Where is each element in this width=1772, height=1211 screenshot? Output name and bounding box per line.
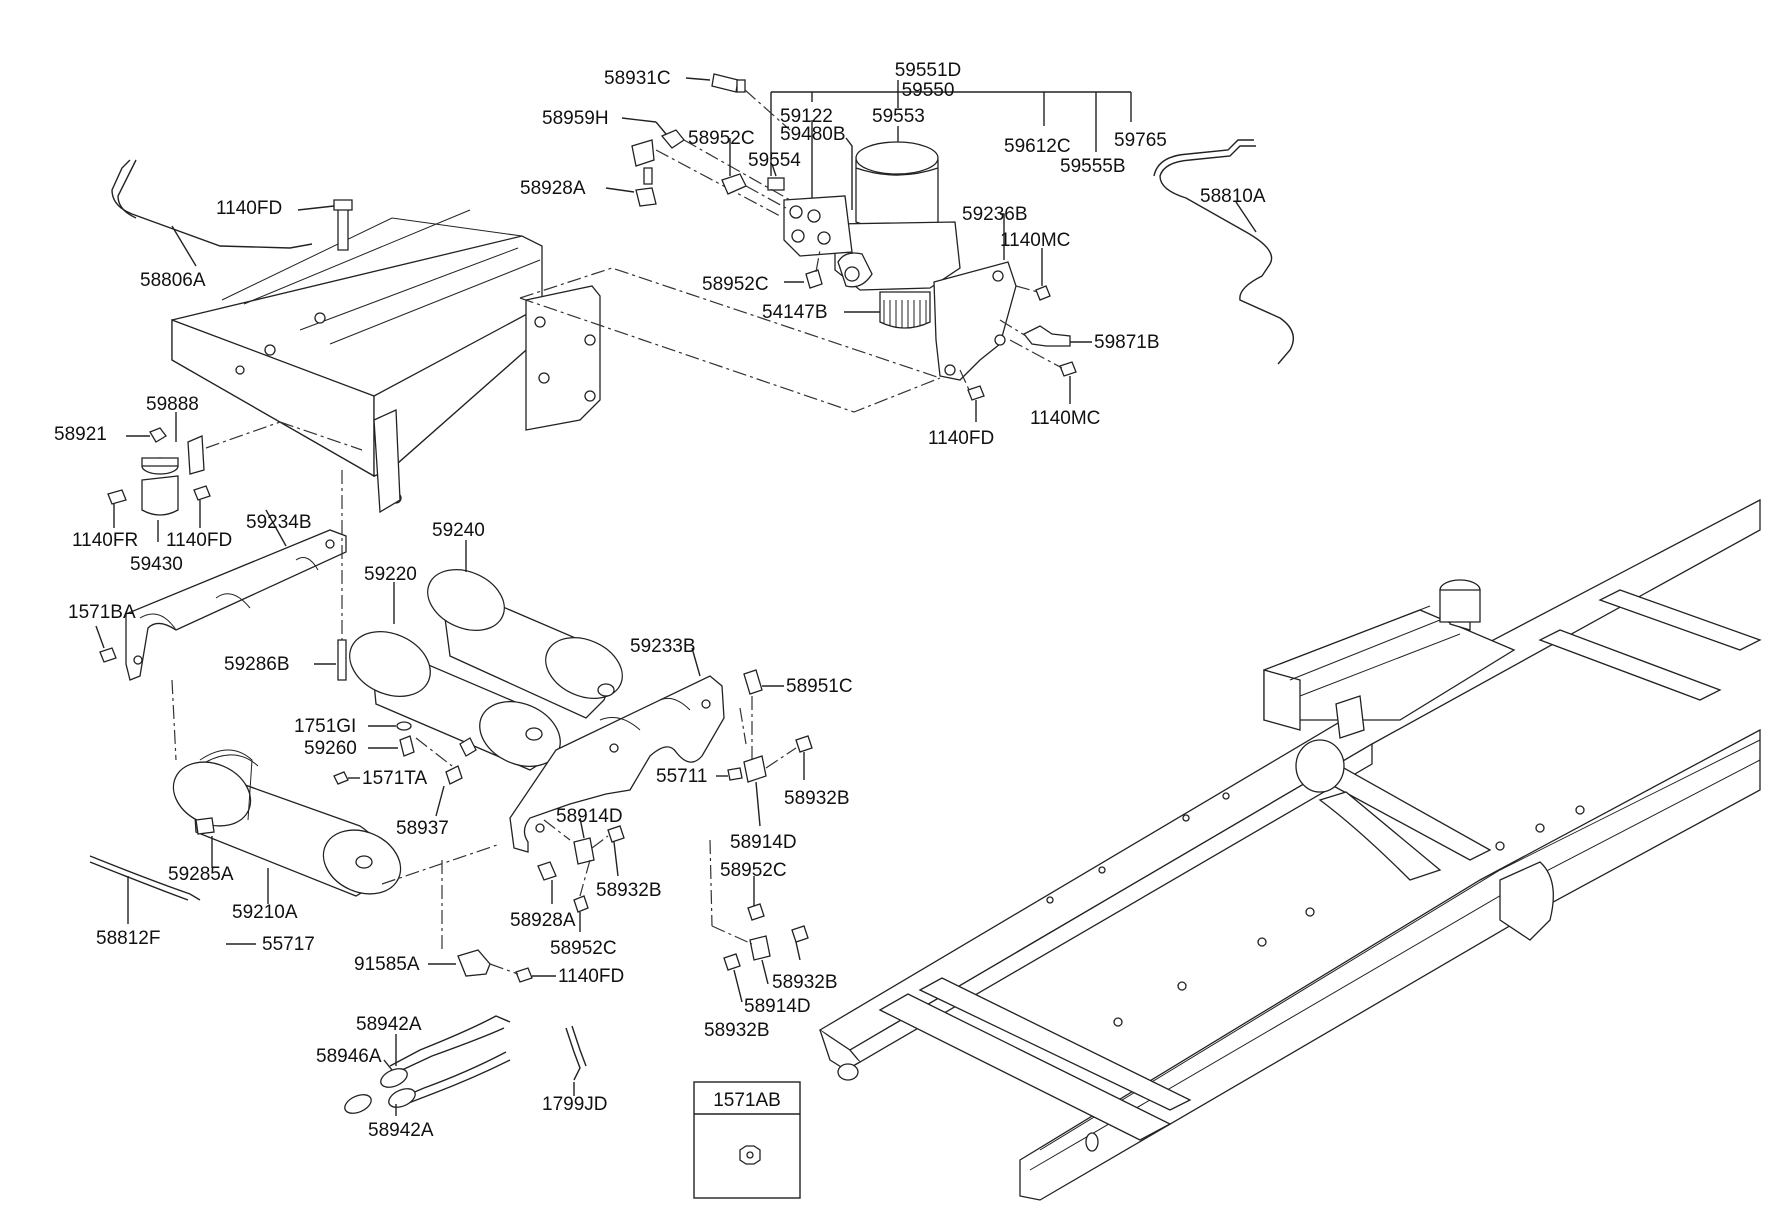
hose-58812F: [89, 855, 256, 945]
callout-1571TA: 1571TA: [362, 768, 427, 789]
callout-58914D-lower: 58914D: [744, 996, 811, 1017]
hoses-58942A: [344, 1015, 511, 1116]
callout-58932B-lower: 58932B: [704, 1020, 770, 1041]
callout-59240: 59240: [432, 520, 485, 541]
callout-59260: 59260: [304, 738, 357, 759]
tank-59210A: [172, 749, 501, 904]
fitting-58951C: [743, 669, 784, 760]
part-box-1571AB: [693, 1081, 801, 1199]
callout-59220: 59220: [364, 564, 417, 585]
callout-58959H: 58959H: [542, 108, 609, 129]
callout-58952C-lower: 58952C: [702, 274, 769, 295]
callout-59551D: 59551D: [895, 60, 962, 81]
callout-1751GI: 1751GI: [294, 716, 356, 737]
callout-58942A-lower: 58942A: [368, 1120, 434, 1141]
callout-59430: 59430: [130, 554, 183, 575]
strap-59234B: [95, 470, 347, 761]
tank-59220: [349, 582, 561, 771]
callout-58932B-lower-right: 58932B: [772, 972, 838, 993]
callout-58942A-upper: 58942A: [356, 1014, 422, 1035]
callout-59765: 59765: [1114, 130, 1167, 151]
callout-59550: 59550: [902, 80, 955, 101]
callout-58952C-upper: 58952C: [688, 128, 755, 149]
tee-58914D-right: [716, 735, 813, 827]
callout-55711: 55711: [656, 766, 707, 787]
callout-58952C-right: 58952C: [720, 860, 787, 881]
tank-fittings: [333, 721, 477, 817]
callout-59888: 59888: [146, 394, 199, 415]
tee-58914D-center: [537, 817, 625, 932]
callout-58928A-upper: 58928A: [520, 178, 586, 199]
tee-58914D-lower: [709, 839, 809, 1003]
air-dryer-assembly: [605, 73, 1132, 422]
clip-91585A: [428, 860, 556, 983]
callout-58914D-center: 58914D: [556, 806, 623, 827]
callout-59285A: 59285A: [168, 864, 234, 885]
callout-1140MC-upper: 1140MC: [1000, 230, 1070, 251]
callout-59234B: 59234B: [246, 512, 312, 533]
callout-59553: 59553: [872, 106, 925, 127]
callout-91585A: 91585A: [354, 954, 420, 975]
callout-1140FD-top: 1140FD: [216, 198, 282, 219]
pipe-58806A: [111, 159, 313, 267]
callout-58921: 58921: [54, 424, 107, 445]
callout-59612C: 59612C: [1004, 136, 1071, 157]
callout-1140MC-lower: 1140MC: [1030, 408, 1100, 429]
callout-58951C: 58951C: [786, 676, 853, 697]
callout-1140FR: 1140FR: [72, 530, 138, 551]
callout-58810A: 58810A: [1200, 186, 1266, 207]
callout-1799JD: 1799JD: [542, 1094, 608, 1115]
callout-59233B: 59233B: [630, 636, 696, 657]
callout-labels: 59551D 59550 58931C 59122 59553 58959H 5…: [54, 60, 1266, 1141]
callout-59122: 59122: [780, 106, 833, 127]
callout-1571AB: 1571AB: [713, 1090, 781, 1111]
callout-1140FD-dryer: 1140FD: [928, 428, 994, 449]
callout-1140FD-valve: 1140FD: [166, 530, 232, 551]
callout-58946A: 58946A: [316, 1046, 382, 1067]
callout-58931C: 58931C: [604, 68, 671, 89]
pipe-58810A: [1153, 139, 1294, 365]
callout-58914D-right: 58914D: [730, 832, 797, 853]
callout-59210A: 59210A: [232, 902, 298, 923]
strap-59233B: [509, 647, 747, 853]
callout-58937: 58937: [396, 818, 449, 839]
callout-58932B-right: 58932B: [784, 788, 850, 809]
callout-1140FD-clip: 1140FD: [558, 966, 624, 987]
callout-55717: 55717: [262, 934, 315, 955]
callout-1571BA: 1571BA: [68, 602, 136, 623]
tank-59240: [427, 540, 623, 719]
mounting-frame: [171, 199, 941, 514]
callout-59286B: 59286B: [224, 654, 290, 675]
callout-59555B: 59555B: [1060, 156, 1126, 177]
callout-59871B: 59871B: [1094, 332, 1160, 353]
callout-58932B-center: 58932B: [596, 880, 662, 901]
callout-59480B: 59480B: [780, 124, 846, 145]
callout-58806A: 58806A: [140, 270, 206, 291]
callout-59554: 59554: [748, 150, 801, 171]
callout-58952C-center: 58952C: [550, 938, 617, 959]
callout-58928A-lower: 58928A: [510, 910, 576, 931]
chassis-frame: [818, 498, 1762, 1201]
callout-54147B: 54147B: [762, 302, 828, 323]
callout-58812F: 58812F: [96, 928, 160, 949]
callout-59236B: 59236B: [962, 204, 1028, 225]
clip-1799JD: [565, 1025, 587, 1096]
valve-59430: [107, 412, 363, 542]
